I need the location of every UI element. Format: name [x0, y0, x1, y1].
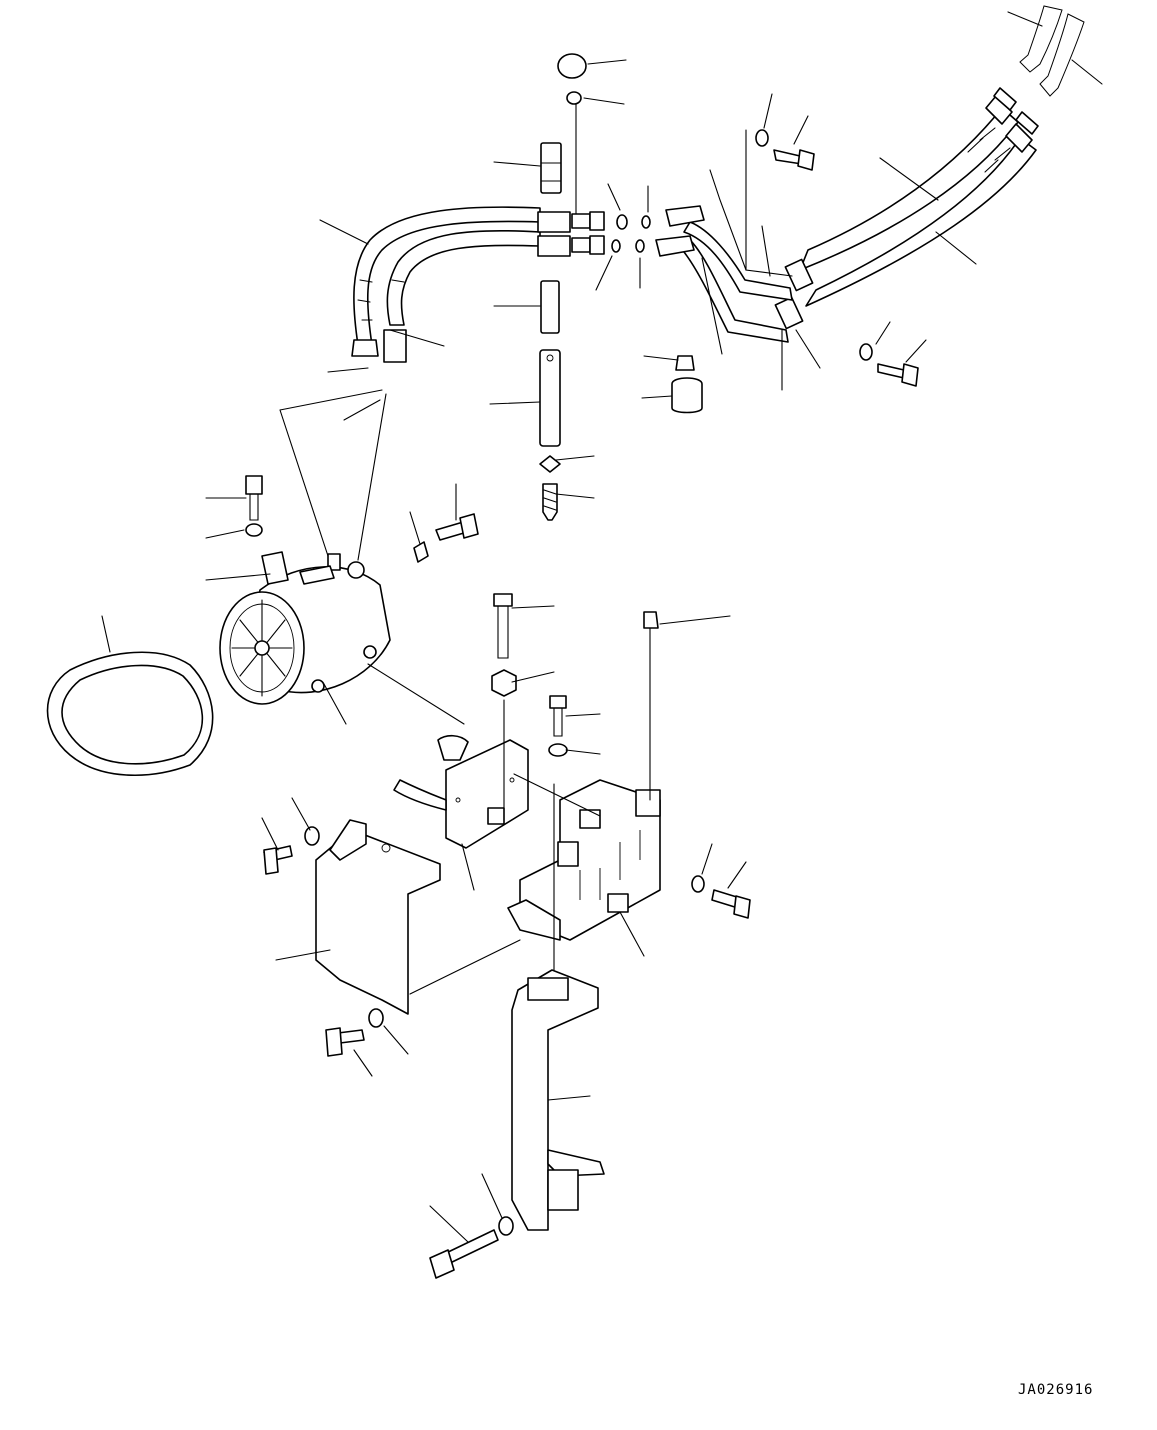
hose-pair-right	[800, 6, 1084, 306]
main-bracket	[508, 780, 660, 940]
compressor	[220, 554, 390, 704]
bolt-lower-right	[860, 344, 918, 386]
support-arm	[512, 970, 604, 1230]
hose-left-upper	[352, 207, 540, 362]
bracket-bolts	[264, 594, 750, 1278]
dust-cap-top	[558, 54, 586, 214]
compressor-mount-bolts	[246, 476, 478, 584]
caps-mid	[672, 356, 702, 413]
side-cover-plate	[316, 820, 440, 1014]
hose-clamp-right	[775, 259, 812, 328]
mount-plate	[394, 736, 528, 848]
fittings-upper	[538, 212, 650, 256]
sleeve-parts	[540, 143, 561, 520]
bolt-upper-right	[756, 130, 814, 170]
leader-lines	[102, 12, 1102, 1242]
drawing-code-label: JA026916	[1018, 1382, 1094, 1398]
drive-belt	[48, 652, 213, 775]
elbow-pipes	[656, 206, 792, 342]
